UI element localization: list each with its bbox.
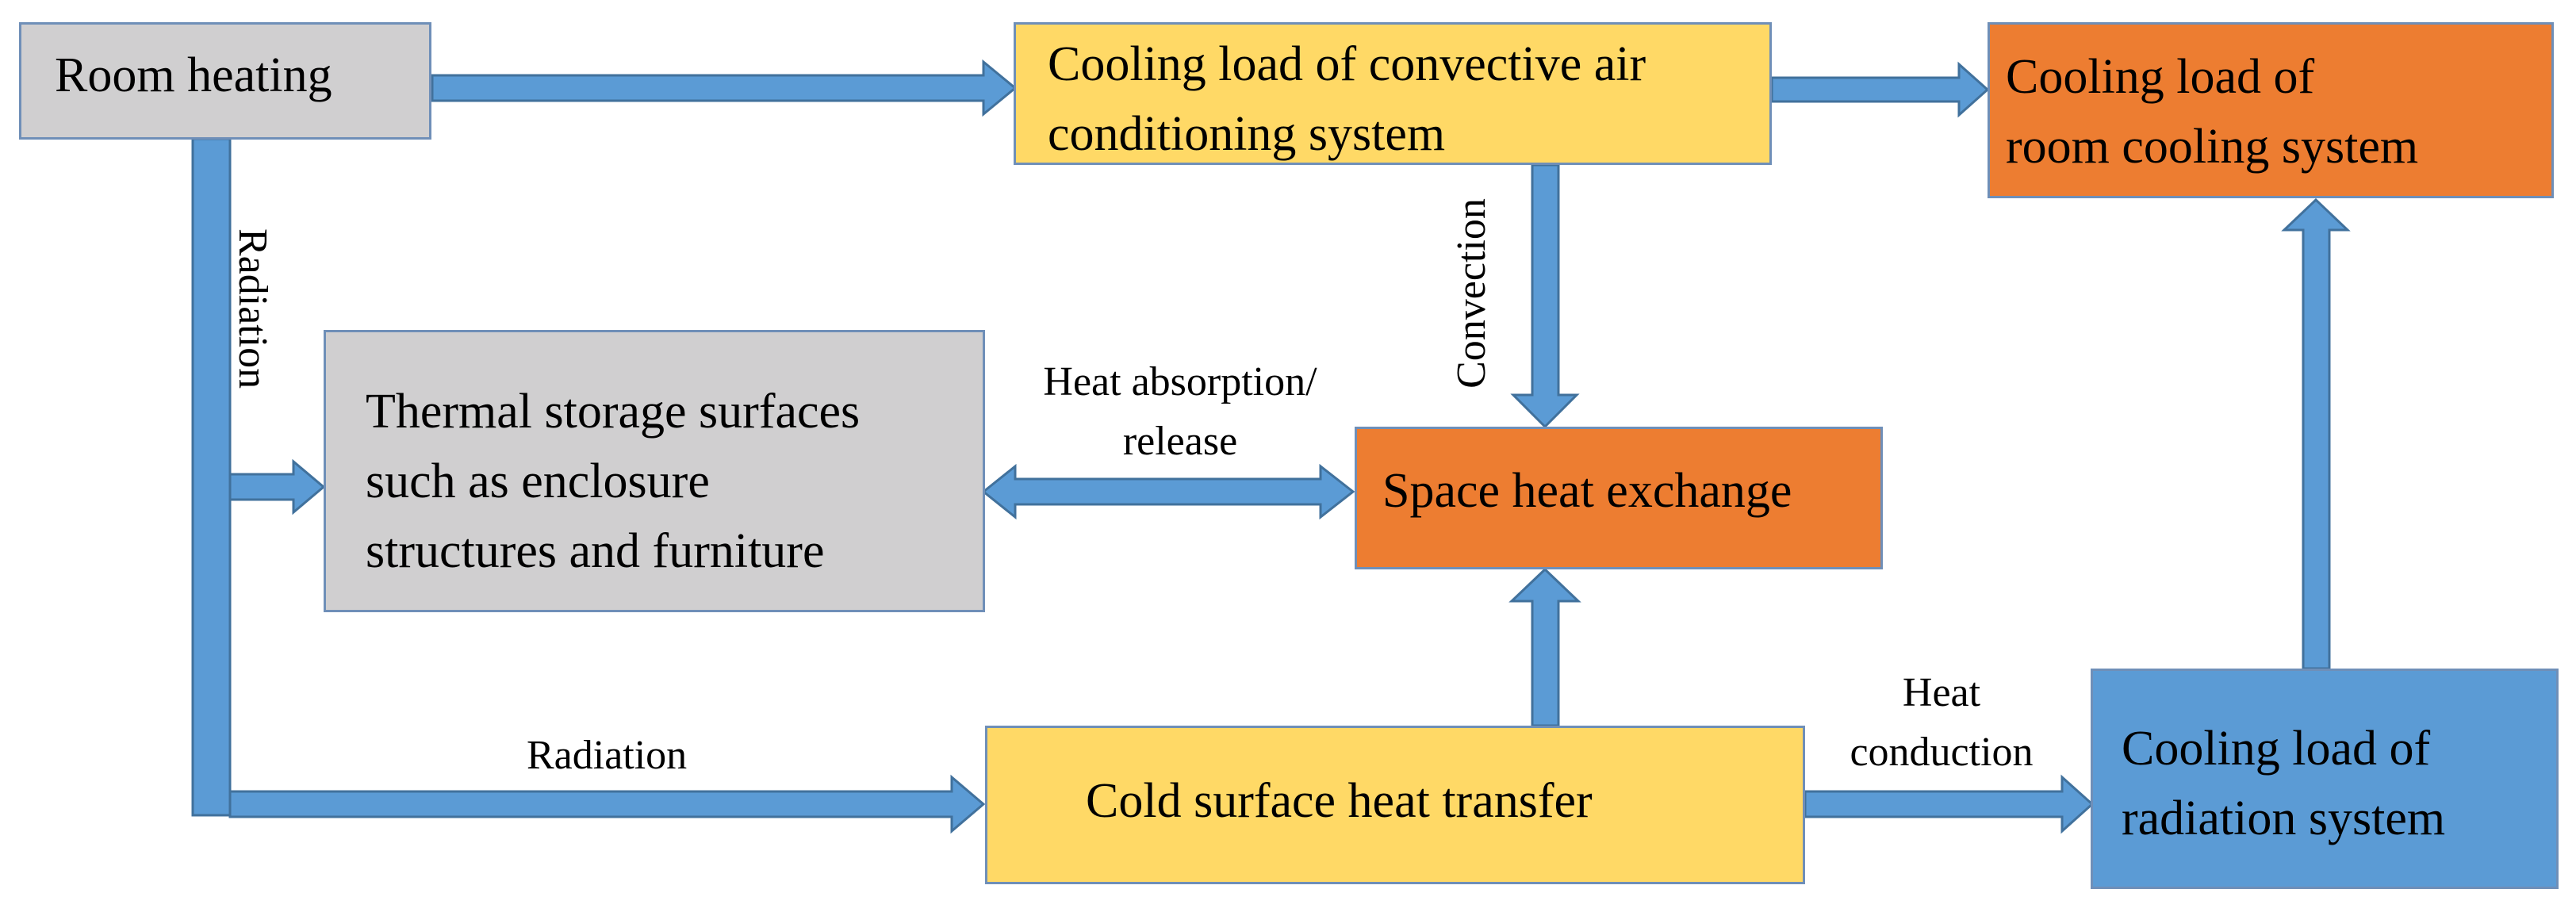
node-cold-surface-text: Cold surface heat transfer xyxy=(1086,774,1593,828)
label-heat-conduction-line1: Heat xyxy=(1902,670,1981,715)
node-radiation-system-line2: radiation system xyxy=(2122,791,2446,846)
node-radiation-system-line1: Cooling load of xyxy=(2122,722,2431,776)
node-radiation-system: Cooling load of radiation system xyxy=(2091,669,2559,889)
node-room-heating: Room heating xyxy=(19,22,431,140)
node-convective-ac-line1: Cooling load of convective air xyxy=(1048,37,1646,91)
label-radiation-vertical: Radiation xyxy=(230,228,275,389)
arrow-heat-absorption-release xyxy=(981,463,1355,520)
node-room-cooling-line2: room cooling system xyxy=(2006,120,2419,174)
arrow-radiation-to-storage xyxy=(228,458,326,515)
node-thermal-storage-line1: Thermal storage surfaces xyxy=(366,385,861,439)
node-room-cooling: Cooling load of room cooling system xyxy=(1988,22,2554,198)
node-thermal-storage-line3: structures and furniture xyxy=(366,524,825,579)
node-space-heat-exchange-text: Space heat exchange xyxy=(1382,464,1792,518)
node-room-heating-text: Room heating xyxy=(55,48,332,102)
label-heat-absorption-line2: release xyxy=(1122,419,1238,465)
label-radiation-bottom: Radiation xyxy=(527,733,688,778)
arrow-cold-to-space xyxy=(1508,567,1581,727)
arrow-room-to-convective xyxy=(431,59,1018,117)
arrow-radiation-trunk xyxy=(191,137,232,817)
label-heat-conduction: Heat conduction xyxy=(1823,663,2060,783)
label-heat-conduction-line2: conduction xyxy=(1850,730,2034,776)
label-heat-absorption-release: Heat absorption/ release xyxy=(1006,352,1355,472)
arrow-heat-conduction xyxy=(1804,774,2095,834)
arrow-convection xyxy=(1510,163,1580,429)
node-convective-ac-line2: conditioning system xyxy=(1048,107,1446,162)
arrow-radiation-to-cold-surface xyxy=(228,774,986,834)
arrow-radiation-to-room-cooling xyxy=(2281,197,2351,670)
node-room-cooling-line1: Cooling load of xyxy=(2006,50,2315,104)
node-convective-ac: Cooling load of convective air condition… xyxy=(1014,22,1772,165)
node-thermal-storage-line2: such as enclosure xyxy=(366,454,710,509)
node-thermal-storage: Thermal storage surfaces such as enclosu… xyxy=(324,330,985,612)
label-convection: Convection xyxy=(1449,198,1494,389)
label-heat-absorption-line1: Heat absorption/ xyxy=(1043,359,1317,404)
node-space-heat-exchange: Space heat exchange xyxy=(1355,427,1883,569)
arrow-convective-to-room-cooling xyxy=(1770,61,1990,118)
node-cold-surface: Cold surface heat transfer xyxy=(985,726,1805,884)
